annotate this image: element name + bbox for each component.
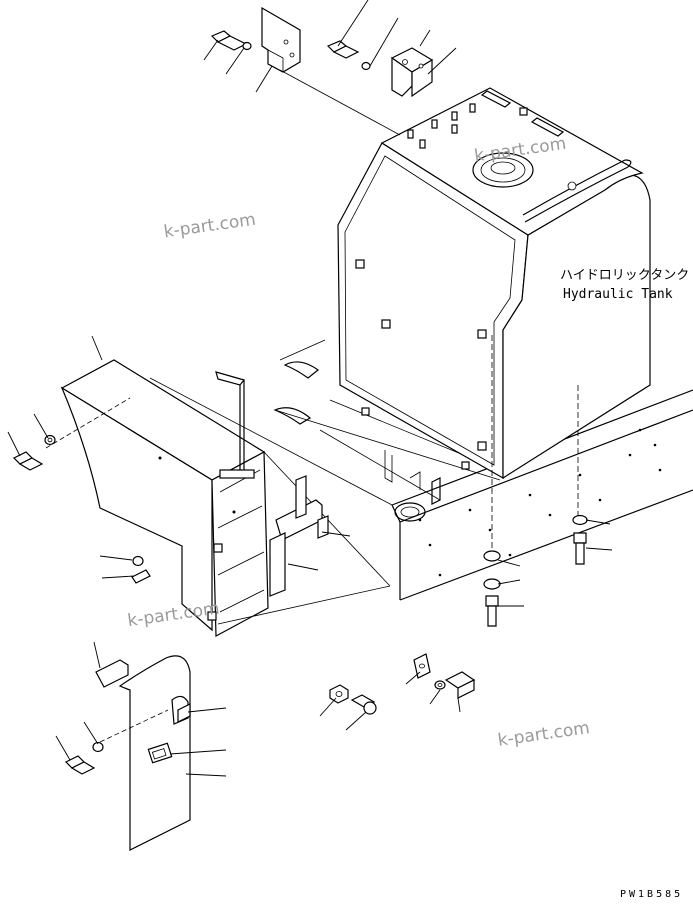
tank-base-plate [273, 339, 501, 522]
rubber-blocks [215, 371, 329, 597]
leader-lines [7, 0, 613, 777]
watermark: k-part.com [497, 718, 591, 751]
front-cover [95, 655, 191, 851]
drawing-reference-number: PW1B585 [620, 889, 683, 900]
top-bolt-1 [210, 30, 252, 51]
bracket-clip-right [413, 653, 476, 699]
left-cover-bolts [12, 397, 151, 584]
top-right-bracket [390, 47, 434, 98]
top-left-bracket [261, 6, 401, 136]
watermark: k-part.com [126, 598, 220, 631]
cover-wire [239, 380, 245, 470]
tank-label-english: Hydraulic Tank [563, 287, 673, 302]
top-bolt-2 [326, 40, 371, 71]
nut-and-bolt-middle [329, 684, 377, 715]
watermark: k-part.com [163, 210, 257, 243]
left-side-cover [60, 359, 391, 637]
hydraulic-tank [337, 87, 651, 550]
tank-mount-bolts [483, 514, 588, 627]
tank-label-japanese: ハイドロリックタンク [560, 268, 689, 283]
front-cover-bolt [64, 741, 104, 775]
